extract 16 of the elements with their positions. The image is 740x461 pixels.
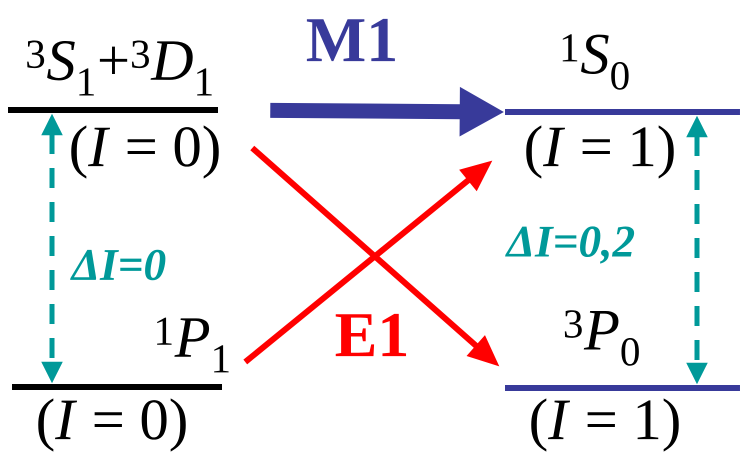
node-label: (I = 1) bbox=[526, 125, 674, 179]
energy-level: $^{1}$P$_{1}$ (I = 0) bbox=[12, 318, 229, 452]
node-label: (I = 0) bbox=[38, 398, 186, 452]
energy-level: $^{1}$S$_{0}$ (I = 1) bbox=[505, 34, 740, 179]
node-label: $^{3}$P$_{0}$ bbox=[564, 310, 639, 366]
node-label: $^{1}$P$_{1}$ bbox=[157, 318, 229, 372]
node-label: $^{3}$S$_{1}$+$^{3}$D$_{1}$ bbox=[27, 40, 212, 96]
node-label: $^{1}$S$_{0}$ bbox=[562, 34, 629, 90]
energy-level: $^{3}$S$_{1}$+$^{3}$D$_{1}$ (I = 0) bbox=[8, 40, 219, 179]
energy-level: $^{3}$P$_{0}$ (I = 1) bbox=[505, 310, 740, 452]
node-label: (I = 0) bbox=[71, 125, 219, 179]
edge-label: ΔI=0,2 bbox=[505, 225, 636, 265]
edge-label: M1 bbox=[304, 18, 400, 62]
edge-label: E1 bbox=[333, 312, 411, 358]
edge-label: ΔI=0 bbox=[70, 248, 168, 282]
node-label: (I = 1) bbox=[531, 398, 679, 452]
